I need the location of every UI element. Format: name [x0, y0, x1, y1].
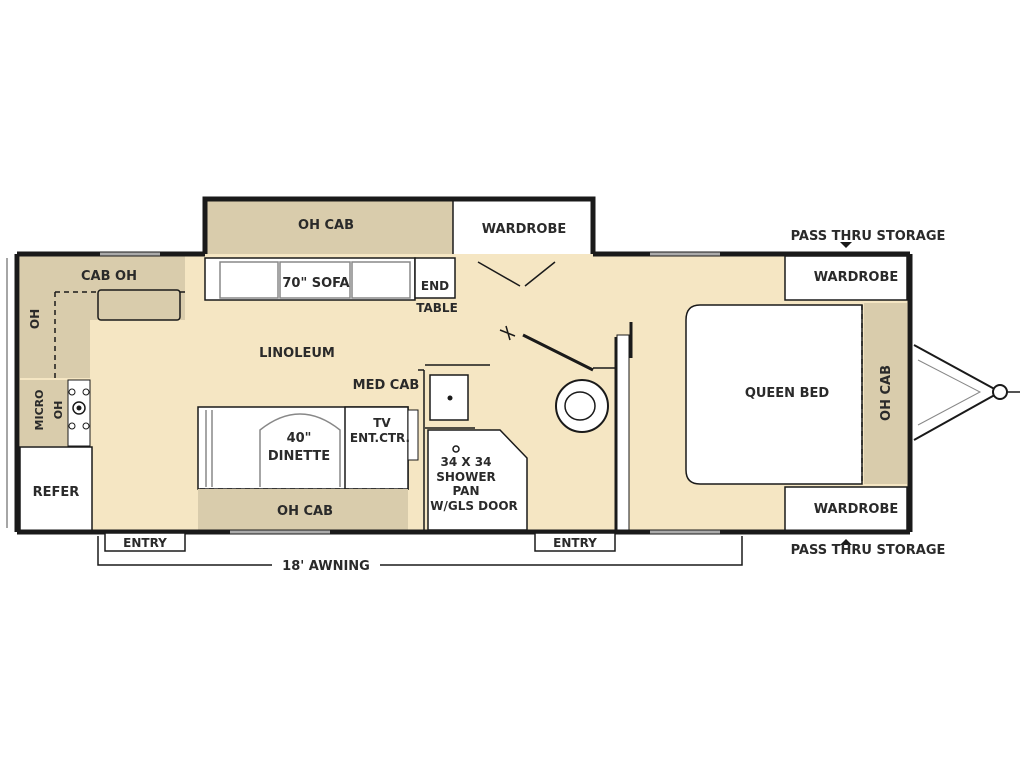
label-pass-thru-bottom: PASS THRU STORAGE [791, 543, 946, 558]
label-oh-cab-right: OH CAB [879, 365, 894, 421]
label-linoleum: LINOLEUM [259, 346, 335, 361]
wardrobe-right-bottom [784, 486, 908, 532]
overhead-cabinet-right [864, 303, 907, 484]
label-awning: 18' AWNING [282, 559, 370, 574]
entry-step-right [534, 532, 616, 552]
label-wardrobe-right-top: WARDROBE [814, 270, 898, 285]
label-med-cab: MED CAB [353, 378, 420, 393]
label-shower-1: 34 X 34 [440, 455, 491, 469]
label-wardrobe-right-bottom: WARDROBE [814, 502, 898, 517]
awning-line [97, 536, 743, 566]
slideout-wardrobe [453, 199, 593, 257]
queen-bed [685, 304, 863, 485]
shower [427, 429, 528, 531]
label-dinette: DINETTE [268, 449, 330, 464]
slideout-wall [202, 196, 596, 255]
label-pass-thru-top: PASS THRU STORAGE [791, 229, 946, 244]
refrigerator [19, 446, 93, 532]
pass-thru-arrow-top [840, 242, 852, 248]
burner-icon [72, 401, 86, 415]
label-sofa: 70" SOFA [282, 276, 349, 291]
kitchen-cabinet [20, 256, 185, 378]
label-oh-left: OH [28, 309, 42, 329]
label-shower-2: SHOWER [436, 470, 496, 484]
label-cab-oh: CAB OH [81, 269, 137, 284]
hitch-coupler [992, 384, 1008, 400]
label-end: END [421, 279, 449, 293]
trailer-hitch [913, 344, 1003, 441]
label-oh-cab-top: OH CAB [298, 218, 354, 233]
slideout-cabinet [205, 199, 453, 257]
label-micro: MICRO [33, 390, 46, 431]
label-shower-4: W/GLS DOOR [430, 499, 518, 513]
end-table [414, 257, 456, 299]
label-ent-ctr: ENT.CTR. [350, 431, 410, 445]
label-entry-right: ENTRY [553, 536, 597, 550]
kitchen-sink [97, 289, 181, 321]
label-tv: TV [373, 416, 391, 430]
label-wardrobe-top: WARDROBE [482, 222, 566, 237]
micro-cabinet [20, 380, 68, 446]
label-entry-left: ENTRY [123, 536, 167, 550]
label-oh-micro: OH [52, 401, 65, 420]
label-queen-bed: QUEEN BED [745, 386, 830, 401]
label-shower-3: PAN [452, 484, 479, 498]
pass-thru-arrow-bottom [840, 539, 852, 545]
label-oh-cab-bottom: OH CAB [277, 504, 333, 519]
tv-entertainment-center [344, 406, 409, 490]
entry-step-left [104, 532, 186, 552]
overhead-cabinet-bottom [198, 489, 408, 531]
wardrobe-right-top [784, 255, 908, 301]
shower-drain-icon [452, 445, 460, 453]
label-dinette-size: 40" [287, 431, 312, 446]
label-refer: REFER [33, 485, 80, 500]
dinette-table [259, 413, 341, 487]
label-table: TABLE [416, 301, 458, 315]
